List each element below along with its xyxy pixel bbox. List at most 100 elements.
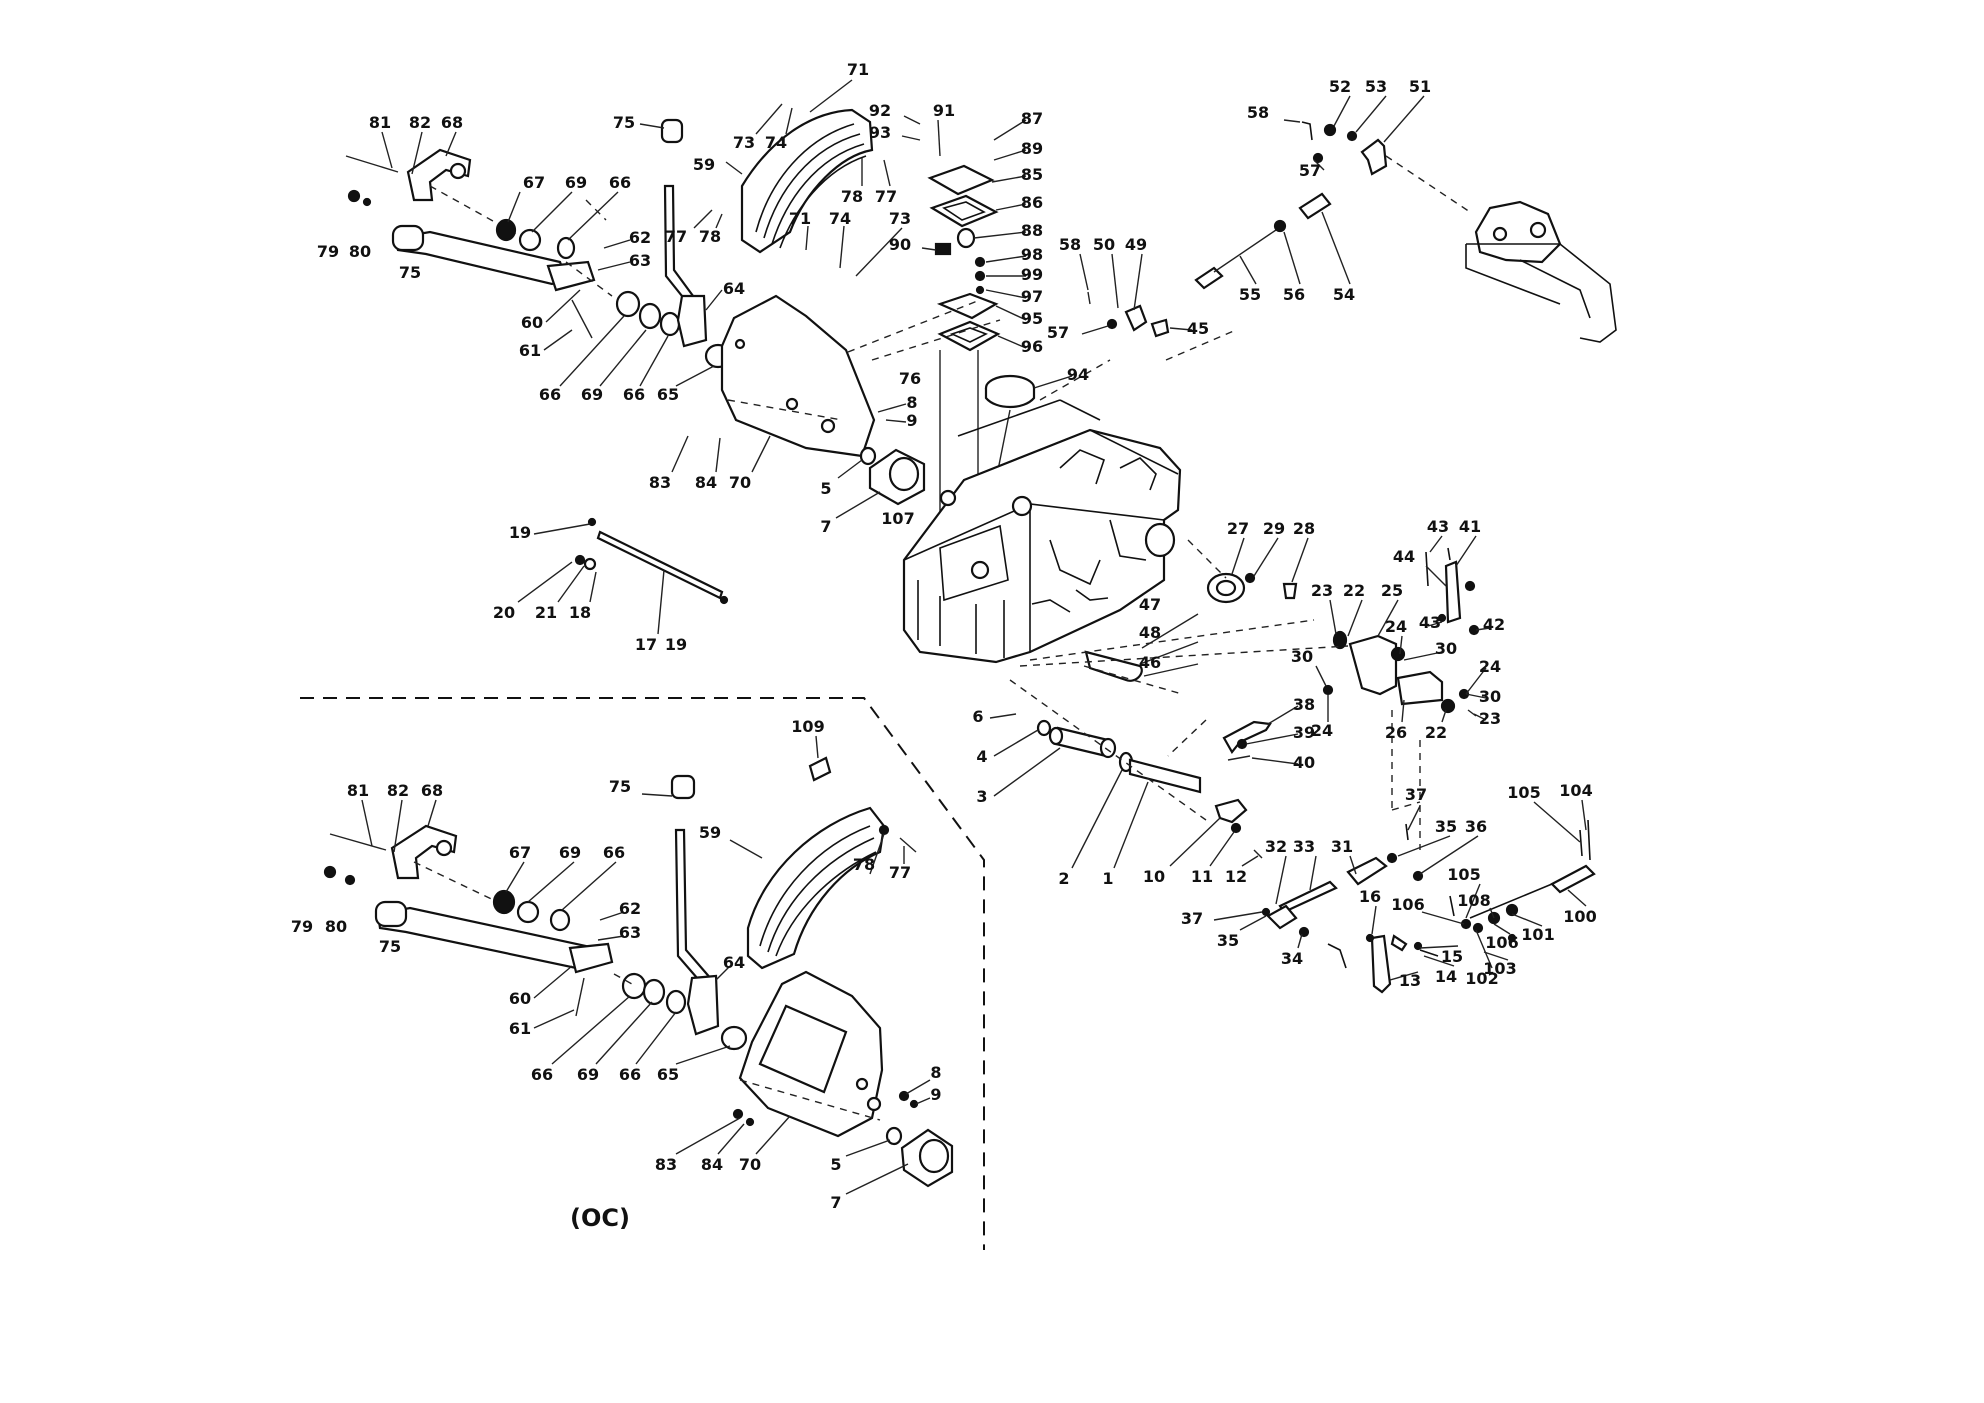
callout-part-2: 2: [1058, 869, 1069, 888]
callout-part-48: 48: [1139, 623, 1161, 642]
callout-part-105: 105: [1507, 783, 1540, 802]
callout-part-5: 5: [820, 479, 831, 498]
clip-10: [1214, 798, 1248, 824]
inset-callout-part-81: 81: [347, 781, 369, 800]
callout-part-43: 43: [1427, 517, 1449, 536]
callout-part-71: 71: [847, 60, 869, 79]
callout-part-73: 73: [733, 133, 755, 152]
callout-part-4: 4: [976, 747, 987, 766]
bracket-68: [345, 148, 521, 237]
gear-lever-60: [391, 224, 596, 292]
lever-32: [1261, 904, 1310, 938]
callout-part-101: 101: [1521, 925, 1554, 944]
callout-part-40: 40: [1293, 753, 1315, 772]
inset-callout-part-79: 79: [291, 917, 313, 936]
inset-cover-70: [738, 970, 884, 1138]
inset-callout-part-65: 65: [657, 1065, 679, 1084]
callout-part-99: 99: [1021, 265, 1043, 284]
cap-7: [868, 448, 926, 506]
callout-part-80: 80: [349, 242, 371, 261]
callout-part-51: 51: [1409, 77, 1431, 96]
inset-callout-part-82: 82: [387, 781, 409, 800]
callout-part-24: 24: [1479, 657, 1501, 676]
callout-part-35: 35: [1435, 817, 1457, 836]
callout-part-89: 89: [1021, 139, 1043, 158]
callout-part-69: 69: [565, 173, 587, 192]
callout-part-77: 77: [665, 227, 687, 246]
callout-part-83: 83: [649, 473, 671, 492]
callout-part-41: 41: [1459, 517, 1481, 536]
callout-part-22: 22: [1343, 581, 1365, 600]
inset-callout-part-70: 70: [739, 1155, 761, 1174]
callout-part-24: 24: [1311, 721, 1333, 740]
washer-69b: [638, 302, 662, 330]
callout-part-67: 67: [523, 173, 545, 192]
callout-part-15: 15: [1441, 947, 1463, 966]
callout-part-88: 88: [1021, 221, 1043, 240]
inset-callout-part-109: 109: [791, 717, 824, 736]
callout-part-13: 13: [1399, 971, 1421, 990]
callout-part-62: 62: [629, 228, 651, 247]
callout-part-27: 27: [1227, 519, 1249, 538]
pin-61: [571, 299, 593, 339]
bolt-90: [934, 242, 952, 256]
assembly-guide-lines: [565, 155, 1471, 850]
link-38: [1222, 720, 1272, 754]
washer-66b: [615, 290, 641, 318]
callout-part-11: 11: [1191, 867, 1213, 886]
callout-part-44: 44: [1393, 547, 1415, 566]
inset-shift-lever-64: [670, 774, 720, 1036]
callout-part-23: 23: [1479, 709, 1501, 728]
inset-cap-7: [900, 1128, 954, 1188]
callout-part-74: 74: [829, 209, 851, 228]
callout-part-32: 32: [1265, 837, 1287, 856]
rod-17: [596, 530, 724, 600]
inset-gear-lever-60: [374, 900, 614, 974]
inset-variant-oc: (OC): [300, 697, 985, 1250]
callout-part-30: 30: [1435, 639, 1457, 658]
ring-4: [1036, 719, 1052, 737]
inset-spring-67: [492, 889, 516, 915]
callout-part-68: 68: [441, 113, 463, 132]
inset-callout-part-75: 75: [609, 777, 631, 796]
callout-part-24: 24: [1385, 617, 1407, 636]
callout-part-66: 66: [609, 173, 631, 192]
callout-part-103: 103: [1483, 959, 1516, 978]
callout-part-26: 26: [1385, 723, 1407, 742]
callout-part-28: 28: [1293, 519, 1315, 538]
pin-40: [1227, 755, 1251, 761]
cover-85-86: [927, 164, 999, 228]
inset-callout-part-69: 69: [577, 1065, 599, 1084]
inset-guide-plate-59: [746, 806, 886, 970]
inset-callout-part-5: 5: [830, 1155, 841, 1174]
callout-part-9: 9: [906, 411, 917, 430]
inset-callout-part-80: 80: [325, 917, 347, 936]
throttle-assembly: [1465, 200, 1617, 343]
callout-part-70: 70: [729, 473, 751, 492]
callout-part-57: 57: [1047, 323, 1069, 342]
spring-67: [495, 218, 517, 242]
callout-part-77: 77: [875, 187, 897, 206]
callout-part-42: 42: [1483, 615, 1505, 634]
callout-part-91: 91: [933, 101, 955, 120]
callout-part-64: 64: [723, 279, 745, 298]
inset-callout-part-7: 7: [830, 1193, 841, 1212]
inset-callout-part-66: 66: [531, 1065, 553, 1084]
callout-part-30: 30: [1291, 647, 1313, 666]
inset-callout-part-59: 59: [699, 823, 721, 842]
callout-part-58: 58: [1247, 103, 1269, 122]
callout-part-82: 82: [409, 113, 431, 132]
transmission-case: [902, 399, 1182, 664]
variant-label: (OC): [570, 1204, 630, 1232]
inset-callout-part-77: 77: [889, 863, 911, 882]
callout-part-19: 19: [665, 635, 687, 654]
callout-part-58: 58: [1059, 235, 1081, 254]
inset-bracket-68: [329, 824, 507, 907]
callout-part-78: 78: [841, 187, 863, 206]
callout-part-78: 78: [699, 227, 721, 246]
callout-part-22: 22: [1425, 723, 1447, 742]
lever-25: [1332, 630, 1406, 696]
callout-part-21: 21: [535, 603, 557, 622]
lever-26: [1396, 670, 1477, 717]
callout-part-106: 106: [1485, 933, 1518, 952]
